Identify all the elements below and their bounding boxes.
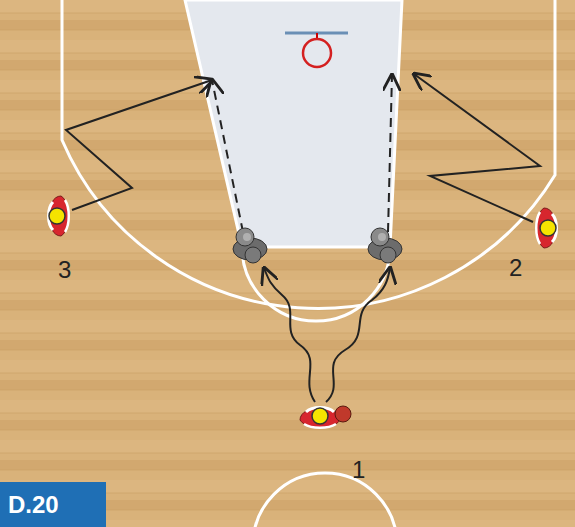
player-number: 2 bbox=[509, 256, 522, 280]
player-number: 3 bbox=[58, 258, 71, 282]
figure-tag: D.20 bbox=[0, 482, 106, 527]
player-number: 1 bbox=[352, 458, 365, 482]
figure-number: D.20 bbox=[0, 491, 59, 518]
